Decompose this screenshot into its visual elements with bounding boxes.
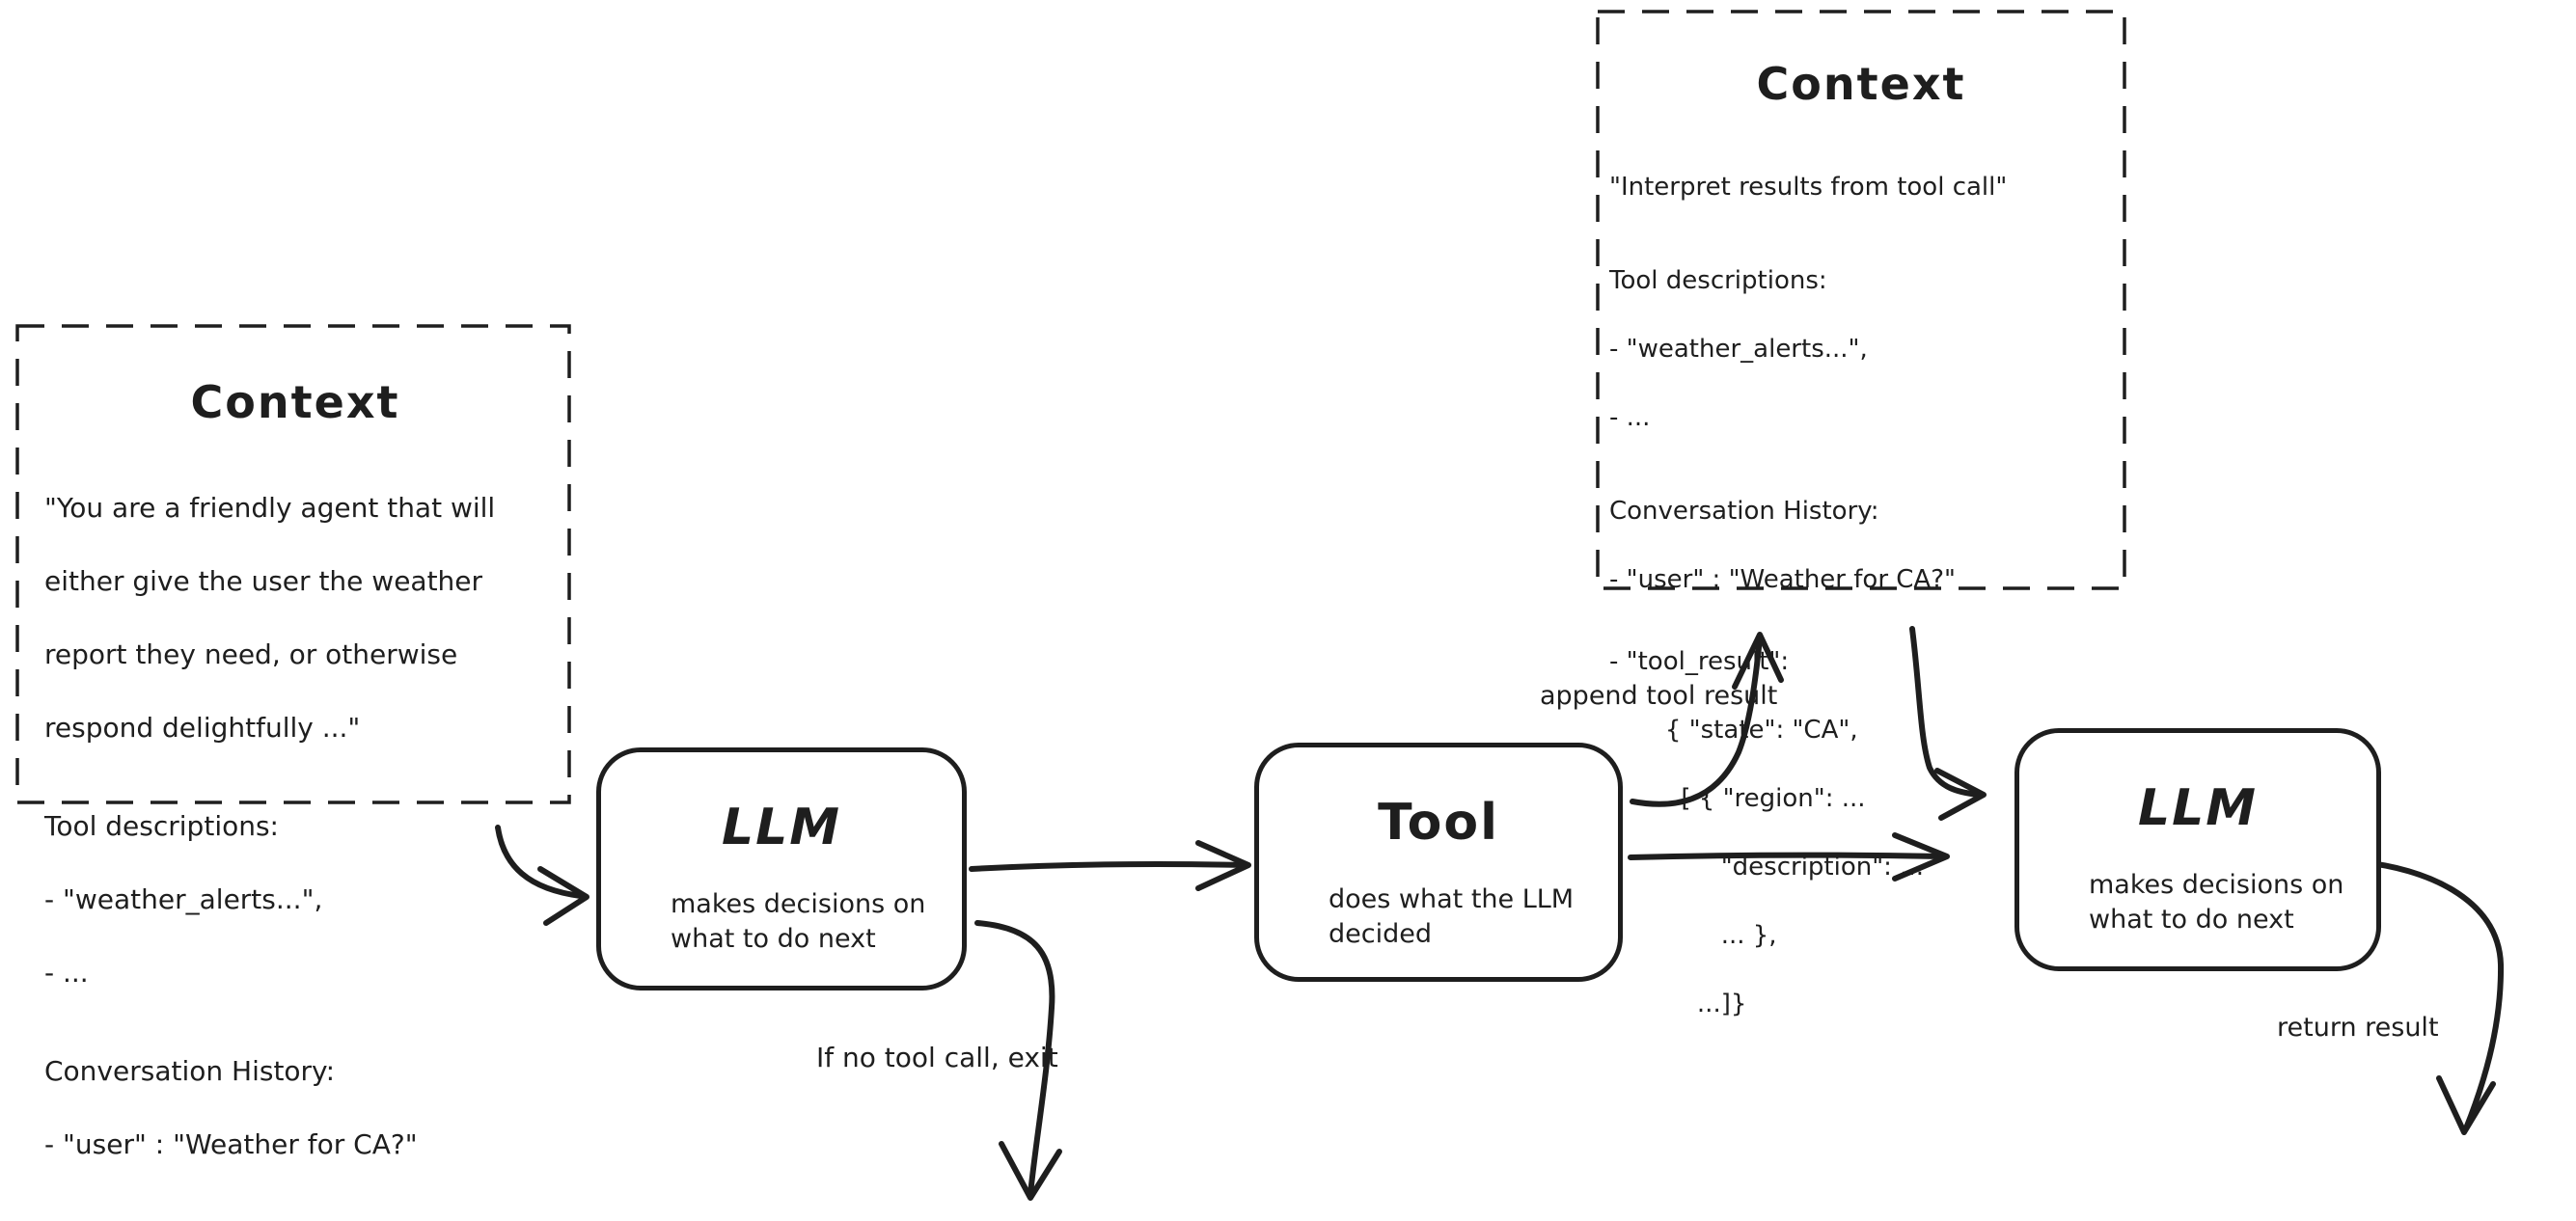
- context-left-line: "You are a friendly agent that will: [44, 492, 496, 524]
- context-right-line: ... },: [1609, 921, 1777, 950]
- context-left-line: report they need, or otherwise: [44, 638, 458, 670]
- arrow-context-to-llm1: [495, 825, 589, 926]
- tool-node: Tool does what the LLM decided: [1254, 743, 1623, 982]
- context-right-line: Tool descriptions:: [1609, 266, 1827, 295]
- llm1-title: LLM: [721, 799, 841, 856]
- context-right-line: "description": ...: [1609, 853, 1925, 882]
- label-if-no-tool-call-exit: If no tool call, exit: [816, 1042, 1058, 1073]
- context-left-line: Tool descriptions:: [44, 810, 279, 842]
- arrow-tool-to-llm2: [1628, 832, 1950, 882]
- label-return-result: return result: [2277, 1013, 2439, 1043]
- llm1-subtitle: makes decisions on what to do next: [671, 889, 926, 954]
- context-box-tool-result: Context "Interpret results from tool cal…: [1609, 21, 2113, 1057]
- llm2-title: LLM: [2137, 779, 2258, 837]
- context-left-line: - ...: [44, 957, 89, 989]
- context-right-line: - ...: [1609, 403, 1651, 432]
- arrow-llm1-exit: [974, 920, 1062, 1201]
- context-right-line: [ { "region": ...: [1609, 784, 1866, 813]
- arrow-llm1-to-tool: [969, 840, 1251, 891]
- context-left-line: either give the user the weather: [44, 565, 483, 597]
- context-left-line: respond delightfully ...": [44, 712, 361, 744]
- context-right-title: Context: [1756, 58, 1966, 110]
- tool-title: Tool: [1378, 794, 1499, 852]
- context-right-border: [1596, 10, 2126, 590]
- context-right-line: - "weather_alerts...",: [1609, 335, 1868, 364]
- context-right-line: ...]}: [1609, 990, 1747, 1018]
- context-right-line: { "state": "CA",: [1609, 716, 1858, 745]
- context-left-line: - "user" : "Weather for CA?": [44, 1128, 418, 1160]
- llm2-subtitle: makes decisions on what to do next: [2089, 870, 2344, 935]
- context-left-line: - "weather_alerts...",: [44, 883, 323, 915]
- context-right-line: - "tool_result":: [1609, 647, 1790, 676]
- arrow-return-result: [2359, 859, 2505, 1135]
- arrow-context-to-llm2: [1909, 626, 1987, 821]
- tool-subtitle: does what the LLM decided: [1329, 884, 1575, 949]
- llm-node-1: LLM makes decisions on what to do next: [596, 747, 967, 990]
- arrow-tool-to-context: [1630, 632, 1784, 807]
- llm-node-2: LLM makes decisions on what to do next: [2014, 728, 2381, 971]
- label-append-tool-result: append tool result: [1540, 681, 1778, 711]
- context-left-title: Context: [190, 376, 400, 428]
- context-box-initial: Context "You are a friendly agent that w…: [44, 339, 546, 1200]
- context-left-border: [15, 324, 571, 804]
- context-right-line: "Interpret results from tool call": [1609, 173, 2008, 202]
- context-left-line: Conversation History:: [44, 1055, 336, 1087]
- context-right-line: - "user" : "Weather for CA?": [1609, 565, 1956, 594]
- context-right-line: Conversation History:: [1609, 497, 1879, 526]
